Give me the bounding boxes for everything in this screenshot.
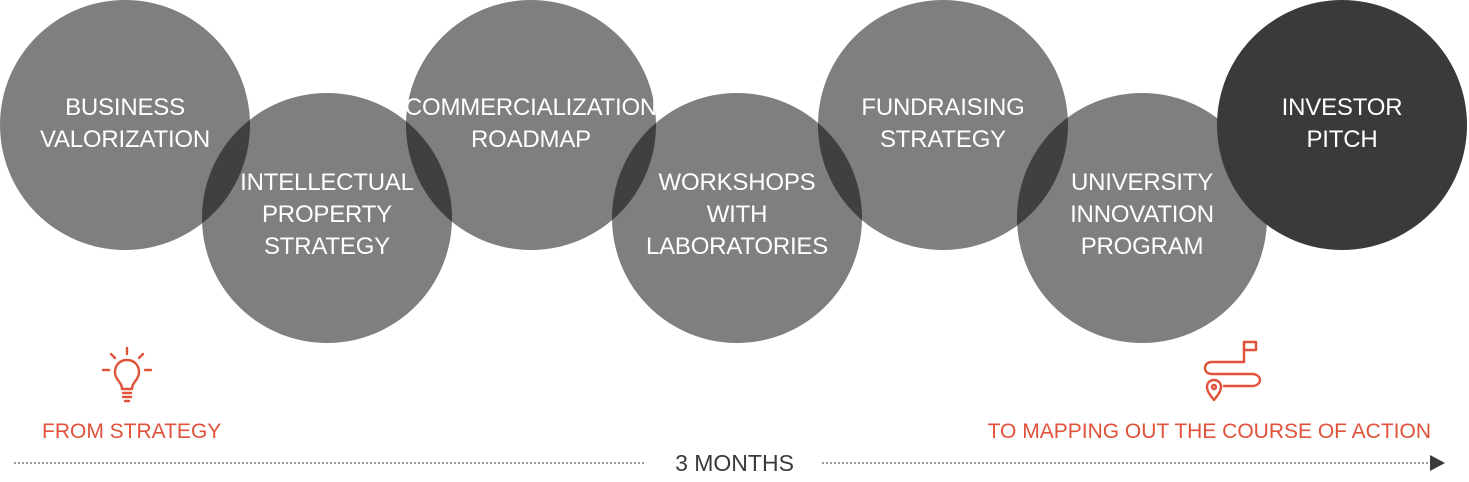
route-map-icon bbox=[1203, 340, 1262, 402]
step-circle-7 bbox=[1217, 0, 1467, 250]
arrow-right-icon bbox=[1430, 455, 1445, 471]
step-label-1: BUSINESS VALORIZATION bbox=[39, 94, 211, 153]
timeline-line-right bbox=[822, 462, 1432, 464]
end-label: TO MAPPING OUT THE COURSE OF ACTION bbox=[987, 420, 1431, 443]
step-label-4: WORKSHOPS WITH LABORATORIES bbox=[645, 169, 829, 260]
step-label-7: INVESTOR PITCH bbox=[1281, 94, 1403, 153]
step-label-6: UNIVERSITY INNOVATION PROGRAM bbox=[1070, 169, 1214, 260]
lightbulb-icon bbox=[101, 346, 153, 403]
step-label-5: FUNDRAISING STRATEGY bbox=[861, 94, 1025, 153]
start-label: FROM STRATEGY bbox=[42, 420, 222, 443]
step-label-2: INTELLECTUAL PROPERTY STRATEGY bbox=[240, 169, 414, 260]
timeline-line-left bbox=[14, 462, 644, 464]
step-label-3: COMMERCIALIZATION ROADMAP bbox=[404, 94, 658, 153]
